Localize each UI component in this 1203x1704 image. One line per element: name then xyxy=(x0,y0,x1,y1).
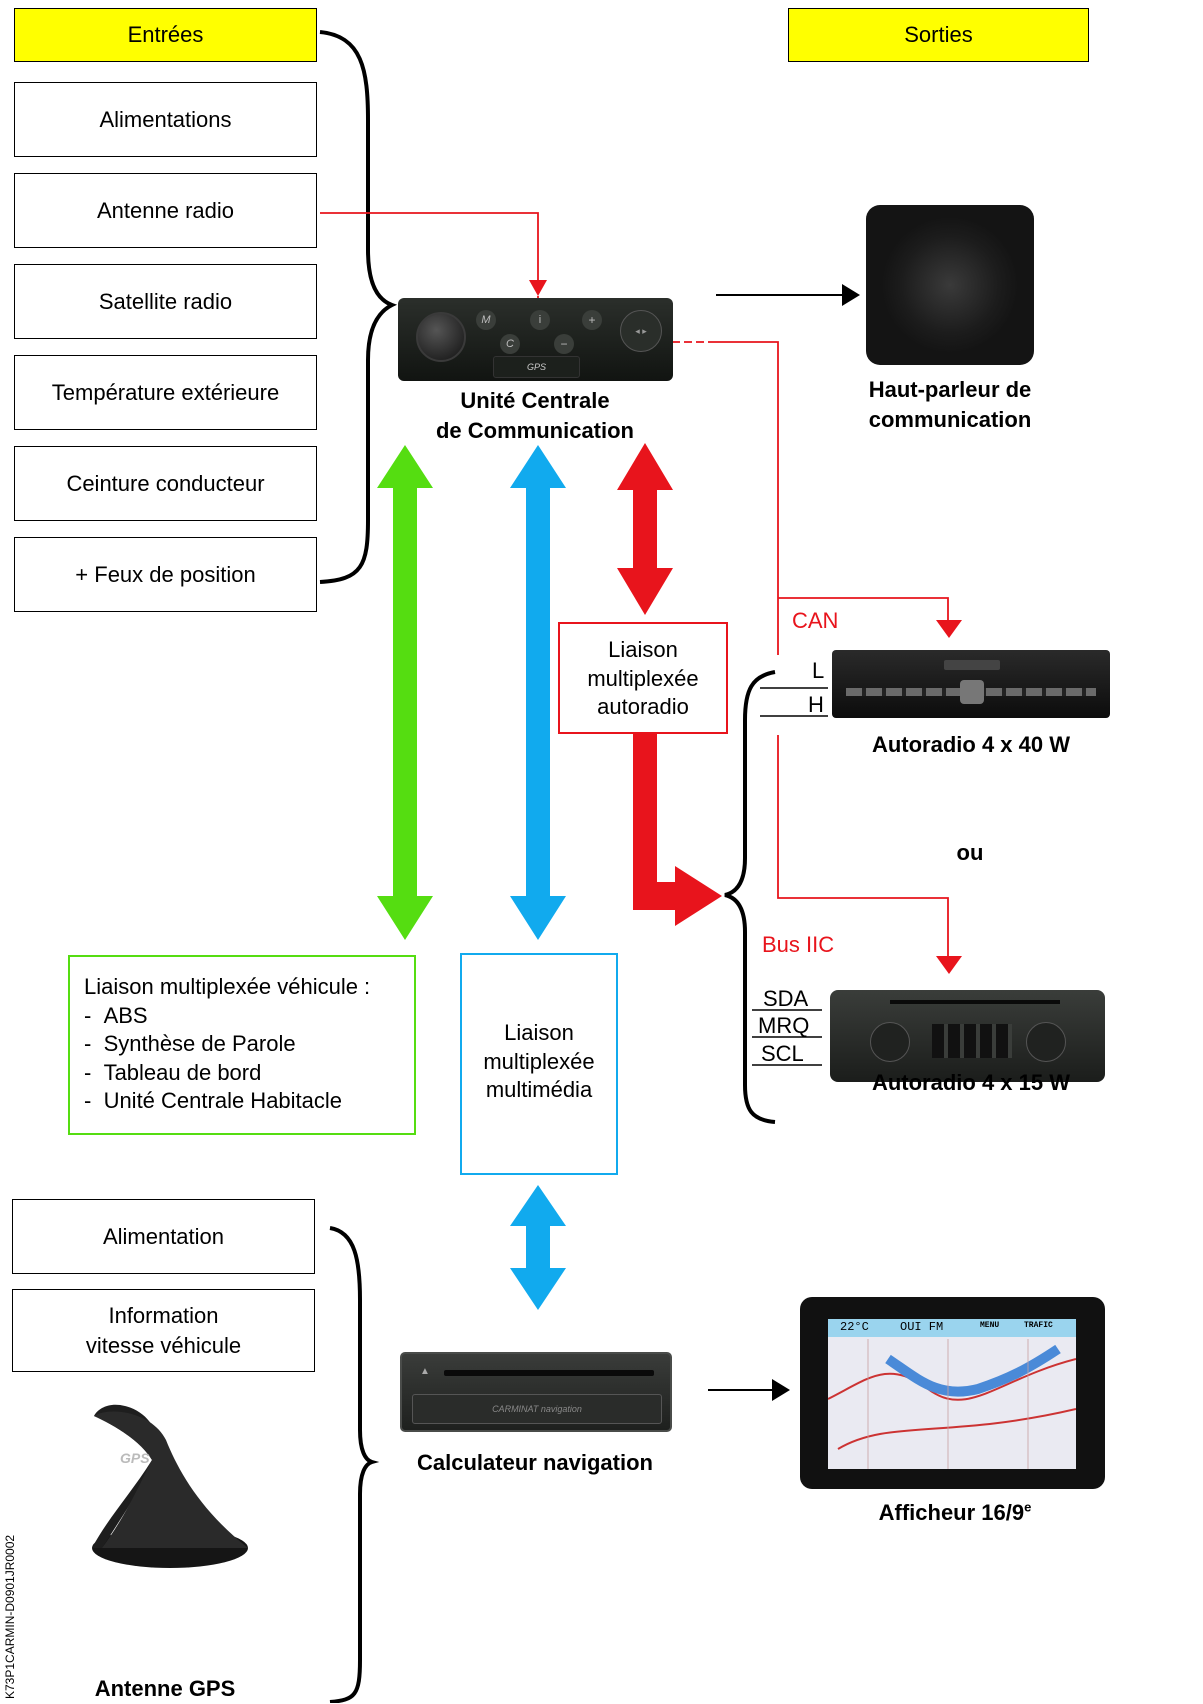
blue-double-arrow xyxy=(510,445,566,940)
speaker-caption: Haut-parleur de communication xyxy=(868,377,1032,432)
outputs-header: Sorties xyxy=(788,8,1089,62)
autoradio-15w-device xyxy=(830,990,1105,1082)
blue-short-double-arrow xyxy=(510,1185,566,1310)
vehicle-link-item: - Tableau de bord xyxy=(84,1059,262,1085)
red-bus-line-lower xyxy=(777,735,949,958)
central-unit-device: M C i − + ◂ ▸ GPS xyxy=(398,298,673,381)
nav-computer-slot xyxy=(444,1370,654,1376)
inputs-brace xyxy=(319,30,398,584)
multimedia-link-box: Liaison multiplexée multimédia xyxy=(460,953,618,1175)
button-minus-icon: − xyxy=(554,334,574,354)
can-arrowhead xyxy=(936,620,962,638)
display-top-bar: 22°C OUI FM MENU TRAFIC xyxy=(828,1319,1076,1337)
speaker-device xyxy=(866,205,1034,365)
sda-label: SDA xyxy=(763,986,809,1011)
bus-iic-label: Bus IIC xyxy=(762,932,835,957)
button-plus-icon: + xyxy=(582,310,602,330)
button-c: C xyxy=(500,334,520,354)
autoradio-link-box: Liaison multiplexée autoradio xyxy=(558,622,728,734)
gps-antenna-shape xyxy=(92,1404,248,1568)
scl-label: SCL xyxy=(761,1041,804,1066)
input-alimentations: Alimentations xyxy=(14,82,317,157)
speaker-cone xyxy=(880,217,1020,353)
input-ceinture: Ceinture conducteur xyxy=(14,446,317,521)
display-arrowhead xyxy=(772,1379,790,1401)
autoradio-40w-display xyxy=(944,660,1000,670)
vehicle-link-title: Liaison multiplexée véhicule : xyxy=(84,974,371,999)
display-station: OUI FM xyxy=(900,1320,944,1334)
eject-icon: ▲ xyxy=(420,1366,430,1377)
display-temp: 22°C xyxy=(840,1320,869,1334)
autoradio-15w-caption: Autoradio 4 x 15 W xyxy=(871,1070,1071,1095)
gps-antenna-caption: Antenne GPS xyxy=(94,1676,236,1701)
nav-computer-caption: Calculateur navigation xyxy=(417,1450,653,1475)
autoradio-40w-knob xyxy=(960,680,984,704)
vehicle-link-item: - ABS xyxy=(84,1002,148,1028)
green-double-arrow xyxy=(377,445,433,940)
vehicle-link-item: - Unité Centrale Habitacle xyxy=(84,1088,343,1114)
autoradio-15w-slot xyxy=(890,1000,1060,1004)
red-bus-line xyxy=(712,341,779,655)
display-caption: Afficheur 16/9e xyxy=(878,1499,1032,1525)
central-unit-knob xyxy=(416,312,466,362)
central-unit-caption: Unité Centrale de Communication xyxy=(435,388,634,443)
display-menu: MENU xyxy=(980,1321,1000,1330)
dpad-icon: ◂ ▸ xyxy=(620,310,662,352)
nav-input-vitesse: Information vitesse véhicule xyxy=(12,1289,315,1372)
mrq-label: MRQ xyxy=(758,1013,810,1038)
gps-antenna-device: GPS xyxy=(80,1400,260,1570)
iic-arrowhead xyxy=(936,956,962,974)
input-antenne-radio: Antenne radio xyxy=(14,173,317,248)
display-map xyxy=(828,1339,1076,1469)
antenna-radio-line xyxy=(320,212,539,282)
nav-computer-device: ▲ CARMINAT navigation xyxy=(400,1352,672,1432)
or-label: ou xyxy=(956,840,984,865)
nav-inputs-brace xyxy=(329,1226,380,1703)
vehicle-link-item: - Synthèse de Parole xyxy=(84,1031,296,1057)
gps-logo: GPS xyxy=(493,356,580,378)
can-l-label: L xyxy=(812,658,825,683)
can-h-label: H xyxy=(808,692,824,717)
antenna-arrowhead xyxy=(529,280,547,296)
gps-antenna-mark: GPS xyxy=(120,1450,150,1466)
display-caption-sup: e xyxy=(1024,1499,1032,1515)
nav-input-alimentation: Alimentation xyxy=(12,1199,315,1274)
red-double-arrow-upper xyxy=(617,443,673,615)
autoradio-15w-left-knob xyxy=(870,1022,910,1062)
vehicle-link-box: Liaison multiplexée véhicule : - ABS - S… xyxy=(68,955,416,1135)
autoradio-40w-caption: Autoradio 4 x 40 W xyxy=(871,732,1071,757)
button-i: i xyxy=(530,310,550,330)
side-code: K73P1CARMIN-D0901JR0002 xyxy=(3,1534,17,1699)
autoradio-15w-right-knob xyxy=(1026,1022,1066,1062)
speaker-arrowhead xyxy=(842,284,860,306)
can-label: CAN xyxy=(792,608,839,633)
display-screen: 22°C OUI FM MENU TRAFIC xyxy=(828,1319,1076,1469)
display-device: 22°C OUI FM MENU TRAFIC xyxy=(800,1297,1105,1489)
display-traffic: TRAFIC xyxy=(1024,1321,1053,1330)
inputs-header: Entrées xyxy=(14,8,317,62)
input-temperature: Température extérieure xyxy=(14,355,317,430)
input-feux-position: + Feux de position xyxy=(14,537,317,612)
can-line xyxy=(778,597,949,622)
autoradio-15w-presets xyxy=(932,1024,1012,1058)
button-m: M xyxy=(476,310,496,330)
autoradio-40w-device xyxy=(832,650,1110,718)
input-satellite-radio: Satellite radio xyxy=(14,264,317,339)
nav-computer-panel: CARMINAT navigation xyxy=(412,1394,662,1424)
radio-brace xyxy=(724,670,776,1124)
